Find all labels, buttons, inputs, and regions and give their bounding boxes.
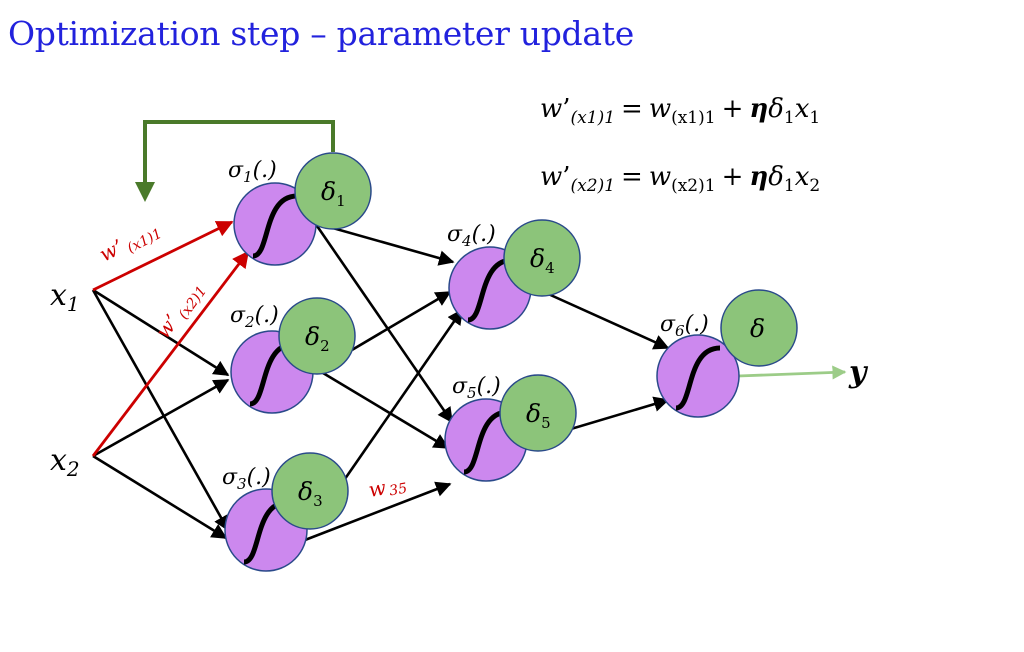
- activation-label: σ3(.): [222, 465, 271, 493]
- svg-text:w’(x2)1=w(x2)1+ηδ1x2: w’(x2)1=w(x2)1+ηδ1x2: [540, 162, 820, 196]
- weight-label-35: w35: [367, 472, 409, 503]
- neuron-1: δ1 σ1(.): [228, 152, 372, 266]
- activation-label: σ6(.): [660, 312, 709, 340]
- updated-edges: [91, 220, 250, 457]
- neuron-5: σ5(.) δ5: [444, 374, 577, 482]
- delta-label: δ5: [526, 399, 551, 432]
- delta-node: [503, 219, 581, 297]
- edge-n1-n4: [314, 221, 455, 266]
- weight-label-x2-1: w’(x2)1: [151, 277, 211, 345]
- delta-node: [278, 297, 356, 375]
- edge-n1-n5: [313, 222, 454, 424]
- edge-x2-n1: [91, 250, 250, 457]
- edge-n4-n6: [534, 286, 670, 350]
- neuron-3: σ3(.) δ3: [222, 452, 349, 572]
- edge-x2-n3: [92, 454, 228, 540]
- neuron-6: σ6(.) δ: [656, 289, 798, 418]
- edge-x1-n2: [92, 288, 230, 377]
- delta-node: [294, 152, 372, 230]
- delta-node: [271, 452, 349, 530]
- neuron-4: σ4(.) δ4: [447, 219, 581, 330]
- edge-x1-n1: [92, 220, 234, 292]
- sigmoid-icon: [467, 257, 513, 323]
- page-title: Optimization step – parameter update: [8, 14, 634, 53]
- sigmoid-icon: [675, 345, 721, 411]
- activation-label: σ5(.): [452, 374, 501, 402]
- delta-label: δ: [750, 314, 765, 343]
- edge-x1-n3: [91, 289, 230, 532]
- feedback-arrow: [135, 120, 335, 202]
- delta-label: δ1: [321, 177, 346, 210]
- update-equation-1: w’(x1)1=w(x1)1+ηδ1x1: [540, 94, 820, 128]
- update-equation-2: w’(x2)1=w(x2)1+ηδ1x2: [540, 162, 820, 196]
- delta-node: [720, 289, 798, 367]
- sigmoid-node: [656, 334, 740, 418]
- activation-label: σ2(.): [230, 303, 279, 331]
- output-y: y: [848, 355, 869, 390]
- activation-label: σ4(.): [447, 222, 496, 250]
- delta-label: δ3: [298, 477, 323, 510]
- edge-x2-n2: [92, 378, 230, 458]
- edge-n3-n5: [304, 481, 452, 542]
- input-x1: x1: [50, 278, 80, 316]
- neuron-2: σ2(.) δ2: [230, 297, 356, 414]
- svg-text:w’(x1)1=w(x1)1+ηδ1x1: w’(x1)1=w(x1)1+ηδ1x1: [540, 94, 820, 128]
- sigmoid-icon: [252, 193, 298, 259]
- sigmoid-icon: [463, 409, 509, 475]
- output-arrow: [737, 365, 847, 380]
- activation-label: σ1(.): [228, 158, 277, 186]
- input-x2: x2: [50, 443, 80, 481]
- delta-label: δ4: [530, 244, 555, 277]
- edge-n2-n5: [317, 368, 450, 450]
- delta-node: [499, 374, 577, 452]
- delta-label: δ2: [305, 322, 330, 355]
